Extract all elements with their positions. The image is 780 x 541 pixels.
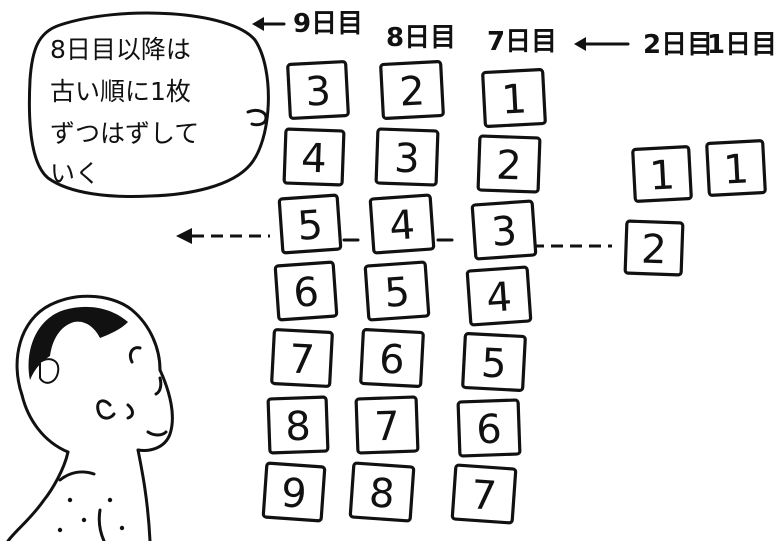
card-number: 6 — [292, 269, 321, 317]
card-number: 8 — [368, 470, 397, 518]
card-number: 6 — [476, 407, 503, 454]
card-day8-4: 5 — [363, 260, 431, 322]
bubble-line-2: 古い順に1枚 — [50, 77, 191, 106]
card-day2-2: 2 — [623, 219, 685, 277]
card-day9-1: 3 — [286, 60, 350, 120]
card-number: 3 — [490, 208, 519, 256]
card-day8-1: 2 — [379, 60, 445, 120]
cheek — [126, 403, 134, 420]
card-stacks: 3 4 5 6 7 8 9 2 3 4 5 6 7 8 1 2 3 4 5 6 7 1 2 1 — [261, 60, 767, 525]
bubble-line-1: 8日目以降は — [50, 35, 191, 64]
card-day1-1: 1 — [705, 139, 767, 197]
card-number: 3 — [393, 136, 420, 183]
card-number: 1 — [500, 76, 528, 123]
card-number: 4 — [300, 136, 327, 183]
bubble-line-3: ずつはずして — [50, 119, 199, 148]
card-number: 1 — [648, 152, 676, 199]
card-day9-5: 7 — [270, 328, 334, 388]
card-number: 5 — [480, 340, 508, 387]
card-day9-6: 8 — [266, 395, 330, 455]
card-day9-7: 9 — [261, 461, 327, 523]
card-number: 7 — [374, 404, 401, 451]
card-day7-5: 5 — [461, 332, 527, 392]
card-day7-3: 3 — [470, 199, 538, 261]
mouth — [146, 430, 168, 437]
card-number: 5 — [383, 269, 412, 317]
card-number: 4 — [388, 202, 417, 250]
removal-arrow — [176, 228, 612, 248]
card-day9-2: 4 — [282, 127, 346, 187]
card-day7-1: 1 — [481, 68, 547, 128]
header-day9: 9日目 — [293, 9, 363, 39]
card-day8-5: 6 — [359, 328, 425, 388]
header-arrow-left — [252, 17, 286, 31]
speech-bubble: 8日目以降は 古い順に1枚 ずつはずして いく — [27, 11, 270, 198]
hair — [28, 306, 129, 380]
card-number: 2 — [640, 227, 667, 274]
header-arrow-right — [574, 37, 630, 51]
card-number: 7 — [288, 336, 316, 383]
ear — [96, 399, 116, 420]
card-day2-1: 1 — [631, 145, 693, 203]
hair-highlight — [39, 358, 60, 384]
header-day7: 7日目 — [487, 27, 557, 57]
card-day9-3: 5 — [277, 193, 343, 255]
header-day2: 2日目 — [643, 30, 713, 60]
card-day7-2: 2 — [476, 134, 542, 194]
card-number: 1 — [722, 146, 750, 193]
card-number: 2 — [495, 143, 522, 190]
card-day8-3: 4 — [368, 193, 436, 255]
header-day1: 1日目 — [707, 30, 777, 60]
card-number: 2 — [398, 68, 426, 115]
card-number: 3 — [304, 68, 332, 115]
card-number: 8 — [285, 404, 312, 451]
card-number: 7 — [470, 472, 499, 520]
card-day7-4: 4 — [465, 265, 533, 327]
card-day8-2: 3 — [374, 127, 440, 187]
card-day7-6: 6 — [456, 398, 522, 458]
card-day7-7: 7 — [450, 463, 518, 525]
child-character — [6, 294, 174, 541]
card-day9-4: 6 — [273, 260, 339, 322]
card-number: 9 — [280, 470, 309, 518]
card-number: 6 — [378, 336, 406, 383]
card-number: 5 — [296, 202, 325, 250]
card-day8-7: 8 — [348, 461, 416, 523]
card-number: 4 — [485, 274, 514, 322]
bubble-line-4: いく — [50, 159, 100, 188]
header-day8: 8日目 — [386, 23, 456, 53]
card-day8-6: 7 — [354, 395, 420, 455]
eyebrow — [128, 346, 142, 364]
eye — [154, 376, 163, 396]
